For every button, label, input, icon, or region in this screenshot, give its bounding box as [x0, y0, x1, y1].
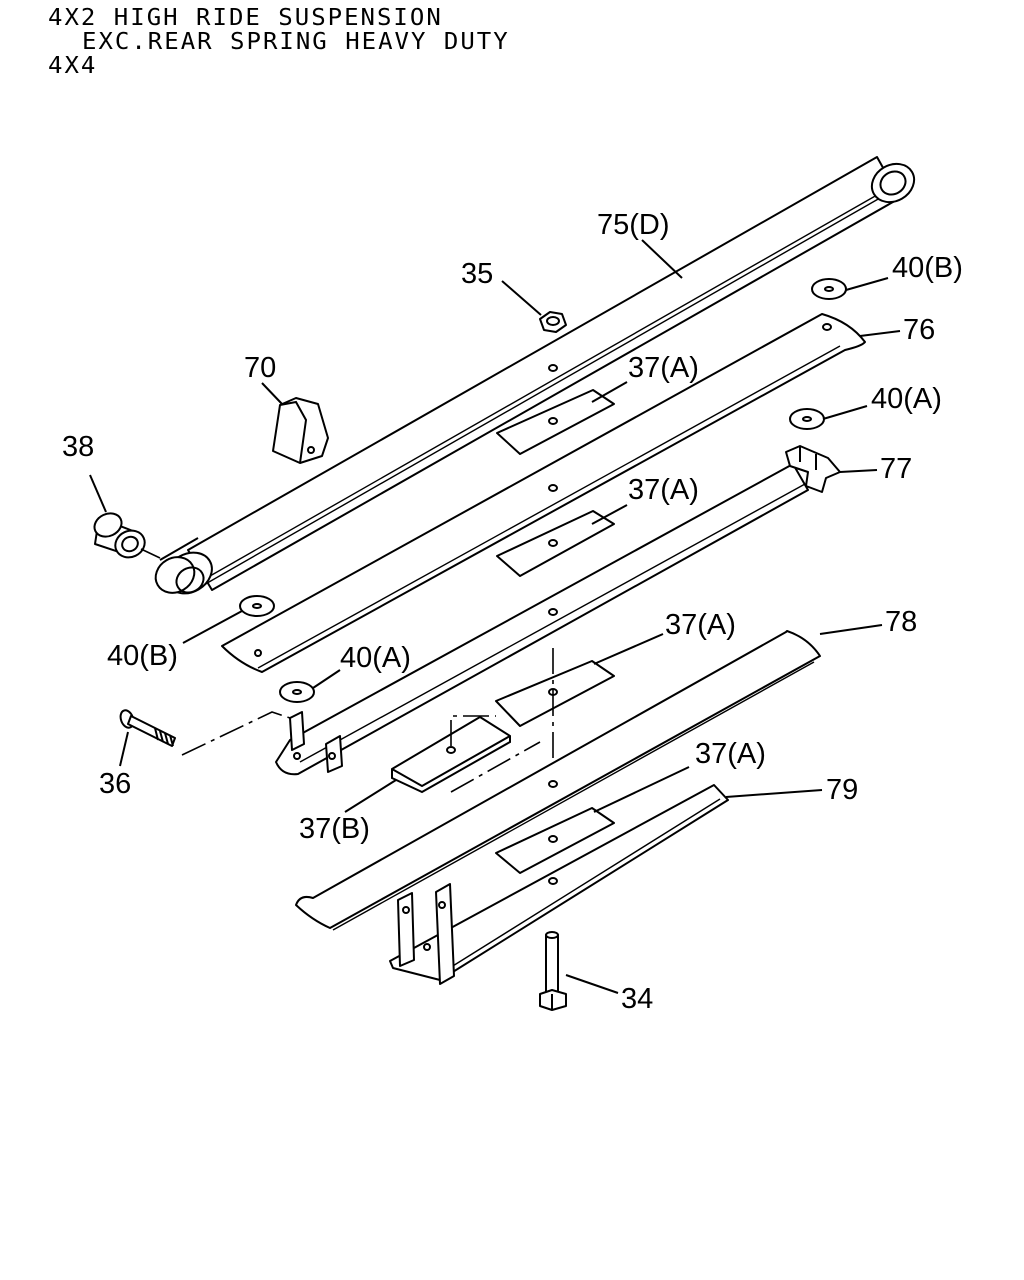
- callout-79: 79: [826, 774, 858, 806]
- callout-37b: 37(B): [299, 813, 370, 845]
- diagram-title-line-1: 4X2 HIGH RIDE SUSPENSION: [48, 4, 443, 31]
- diagram-title-line-2: EXC.REAR SPRING HEAVY DUTY: [82, 28, 510, 55]
- callout-37a-4: 37(A): [695, 738, 766, 770]
- callout-34: 34: [621, 983, 653, 1015]
- nut-35[interactable]: [539, 311, 567, 333]
- callout-37a-2: 37(A): [628, 474, 699, 506]
- liner-37a-4[interactable]: [495, 807, 615, 874]
- callout-78: 78: [885, 606, 917, 638]
- washer-40b-left[interactable]: [239, 595, 275, 617]
- callout-40b-top: 40(B): [892, 252, 963, 284]
- diagram-title-line-3: 4X4: [48, 52, 98, 79]
- bolt-36[interactable]: [118, 708, 176, 747]
- callout-38: 38: [62, 431, 94, 463]
- liner-37a-3[interactable]: [495, 660, 615, 727]
- leader-lines: [89, 239, 901, 994]
- callout-36: 36: [99, 768, 131, 800]
- washer-40b-top[interactable]: [811, 278, 847, 300]
- leaf-79[interactable]: [389, 784, 729, 985]
- callout-37a-3: 37(A): [665, 609, 736, 641]
- leaf-76[interactable]: [221, 313, 866, 673]
- callout-70: 70: [244, 352, 276, 384]
- callout-77: 77: [880, 453, 912, 485]
- leaf-77[interactable]: [275, 445, 841, 776]
- liner-37a-2[interactable]: [496, 510, 615, 577]
- washer-40a-left[interactable]: [279, 681, 315, 703]
- callout-40b-left: 40(B): [107, 640, 178, 672]
- liner-37a-1[interactable]: [496, 389, 615, 455]
- bump-stopper-70[interactable]: [272, 397, 329, 464]
- callout-35: 35: [461, 258, 493, 290]
- callout-40a-left: 40(A): [340, 642, 411, 674]
- main-leaf-75[interactable]: [149, 156, 921, 601]
- callout-76: 76: [903, 314, 935, 346]
- callout-37a-1: 37(A): [628, 352, 699, 384]
- callout-40a-top: 40(A): [871, 383, 942, 415]
- callout-75d: 75(D): [597, 209, 670, 241]
- bushing-38[interactable]: [91, 509, 149, 562]
- center-bolt-34[interactable]: [539, 931, 567, 1011]
- washer-40a-top[interactable]: [789, 408, 825, 430]
- leaf-78[interactable]: [295, 630, 821, 931]
